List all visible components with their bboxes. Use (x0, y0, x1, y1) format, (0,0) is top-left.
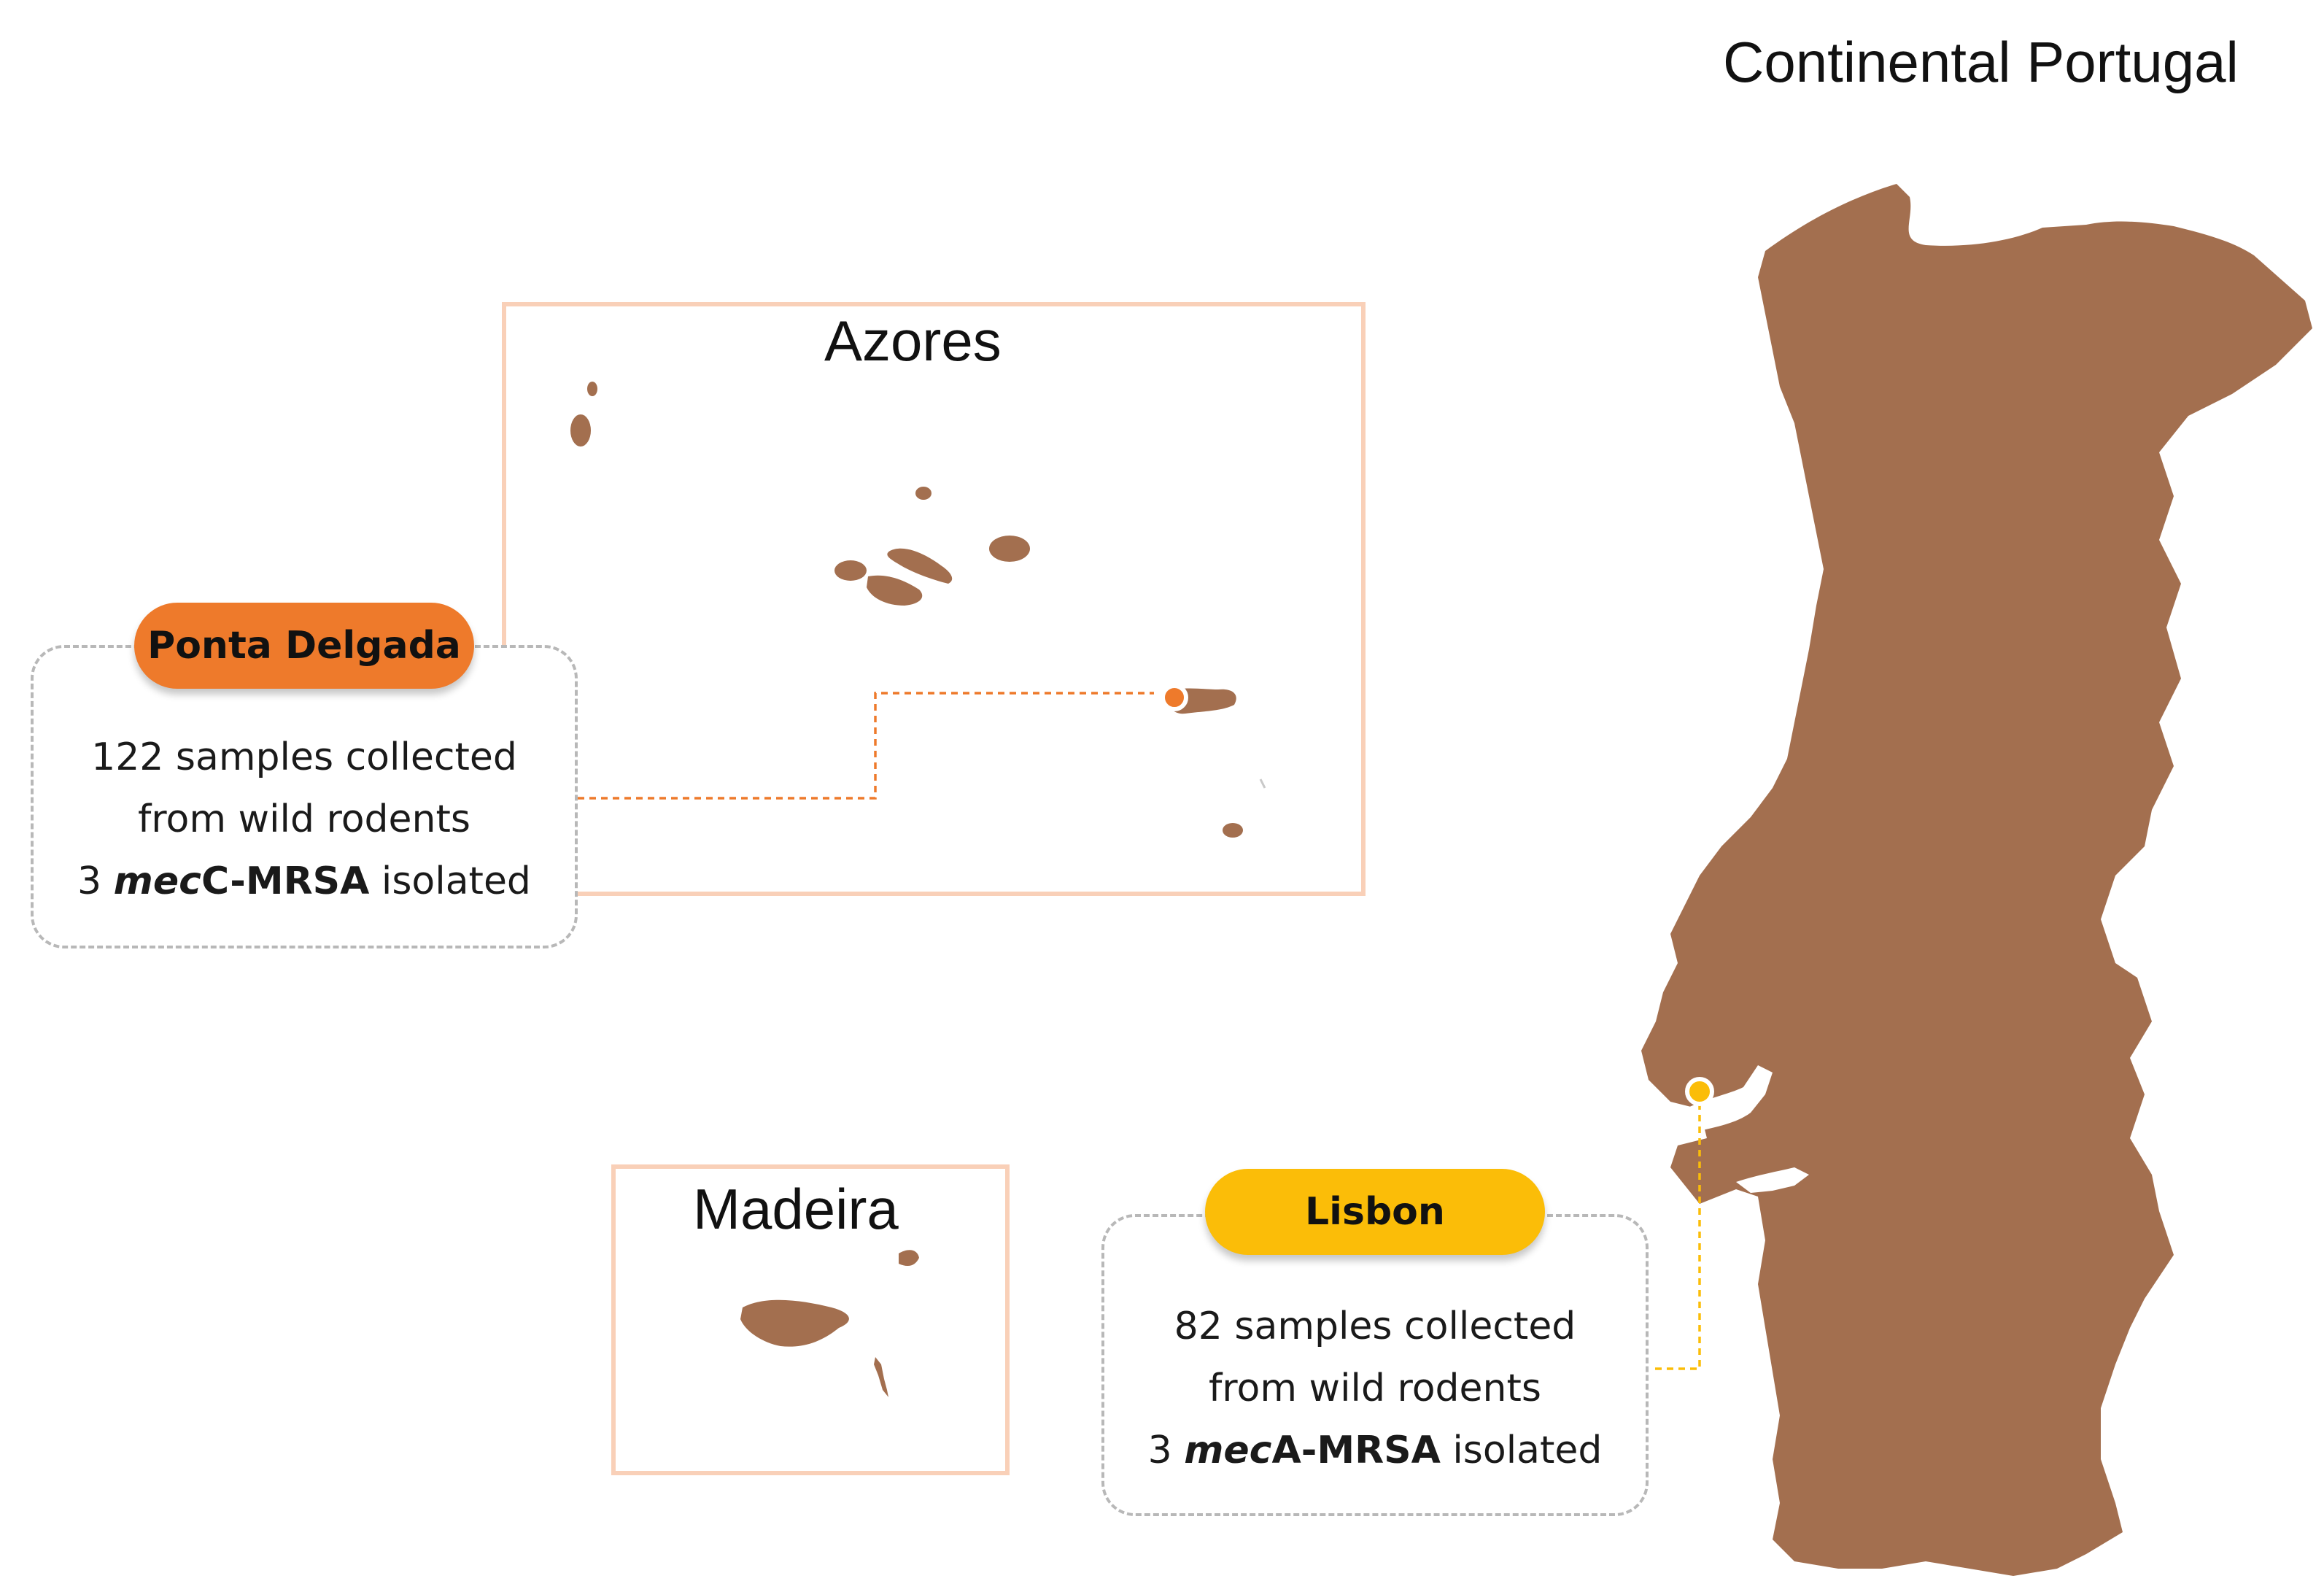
lisbon-marker (1685, 1077, 1714, 1106)
azores-formigas-islet (1259, 778, 1266, 789)
madeira-desertas-islands (874, 1357, 888, 1397)
lisbon-isolated-word: isolated (1440, 1429, 1603, 1472)
madeira-inset-frame (611, 1164, 1010, 1475)
madeira-island-main (740, 1299, 849, 1347)
continental-portugal-title: Continental Portugal (1723, 30, 2239, 94)
azores-island-graciosa (915, 487, 931, 500)
continental-portugal-shape (1641, 184, 2312, 1576)
azores-inset-frame (502, 302, 1366, 896)
ponta-delgada-isolated-word: isolated (369, 859, 531, 903)
azores-island-faial (834, 560, 867, 581)
azores-island-sao-jorge (887, 548, 953, 584)
ponta-delgada-marker (1161, 684, 1188, 711)
azores-island-flores (570, 414, 591, 447)
sado-estuary (1736, 1167, 1809, 1193)
ponta-delgada-connector-line (578, 692, 1154, 800)
lisbon-isolates-line: 3 mecA-MRSA isolated (1104, 1420, 1646, 1482)
lisbon-label-pill: Lisbon (1205, 1169, 1545, 1255)
lisbon-source-line: from wild rodents (1209, 1367, 1541, 1410)
ponta-delgada-gene-suffix: C-MRSA (201, 859, 370, 903)
azores-title: Azores (824, 309, 1002, 373)
azores-island-terceira (989, 536, 1030, 562)
azores-island-santa-maria (1223, 823, 1243, 838)
lisbon-gene-prefix: mec (1184, 1429, 1272, 1472)
ponta-delgada-label-pill: Ponta Delgada (134, 603, 474, 689)
azores-island-corvo (587, 382, 597, 396)
madeira-title: Madeira (693, 1177, 899, 1241)
tagus-estuary (1685, 1065, 1773, 1131)
ponta-delgada-isolates-line: 3 mecC-MRSA isolated (34, 851, 575, 913)
lisbon-gene-suffix: A-MRSA (1271, 1429, 1441, 1472)
azores-island-pico (867, 575, 923, 606)
ponta-delgada-source-line: from wild rodents (138, 797, 470, 841)
lisbon-isolate-count: 3 (1147, 1429, 1185, 1472)
ponta-delgada-isolate-count: 3 (77, 859, 114, 903)
lisbon-info-card: 82 samples collected from wild rodents 3… (1101, 1214, 1649, 1516)
madeira-island-porto-santo (899, 1250, 919, 1267)
lisbon-samples-line: 82 samples collected (1174, 1305, 1576, 1348)
ponta-delgada-samples-line: 122 samples collected (91, 735, 517, 779)
ponta-delgada-info-card: 122 samples collected from wild rodents … (31, 645, 578, 948)
ponta-delgada-gene-prefix: mec (113, 859, 201, 903)
